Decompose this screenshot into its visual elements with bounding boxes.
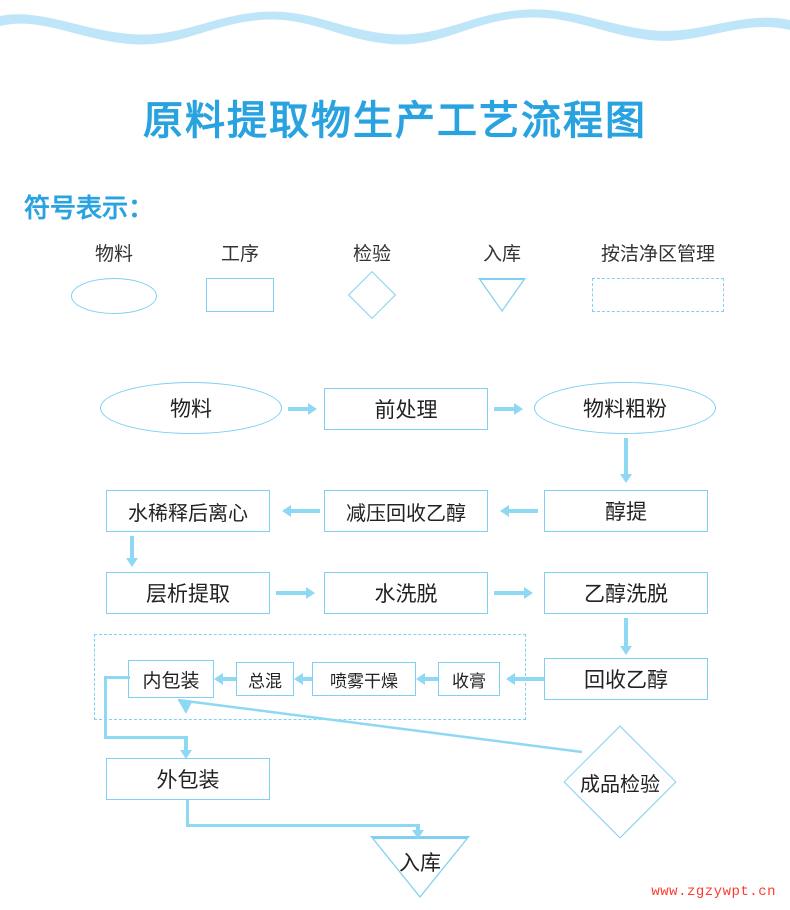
node-label: 收膏: [452, 671, 486, 691]
watermark-url: www.zgzywpt.cn: [651, 884, 776, 900]
legend-label-material: 物料: [94, 244, 133, 265]
arrow-paste-to-spray-drying: [416, 673, 440, 685]
arrow-pretreatment-to-coarse-powder: [494, 403, 526, 415]
arrow-mixing-to-inner-packaging: [214, 673, 238, 685]
arrow-inspection-to-inner-packaging: [177, 698, 583, 754]
arrow-ethanol-elution-to-ethanol-recovery: [620, 618, 632, 658]
legend-label-inspection: 检验: [352, 244, 391, 265]
node-label: 内包装: [142, 670, 200, 692]
node-finished-product-inspection[interactable]: 成品检验: [563, 725, 677, 839]
node-label-wrap: 成品检验: [580, 742, 660, 822]
node-water-elution[interactable]: 水洗脱: [324, 572, 488, 614]
triangle-outline: [370, 836, 470, 898]
node-label-wrap: 入库: [370, 842, 470, 882]
node-label: 入库: [399, 852, 441, 875]
node-label: 外包装: [156, 769, 220, 792]
legend-shape-diamond: [320, 270, 424, 322]
arrow-vacuum-recovery-to-centrifuge: [278, 505, 322, 517]
node-label: 总混: [248, 671, 282, 691]
legend-shape-triangle: [450, 278, 554, 322]
legend-item-clean-zone: 按洁净区管理: [570, 245, 746, 322]
node-label: 水稀释后离心: [128, 502, 248, 525]
arrow-outer-packaging-to-warehousing: [186, 800, 426, 842]
node-coarse-powder[interactable]: 物料粗粉: [534, 382, 716, 434]
node-label: 物料粗粉: [583, 398, 667, 421]
node-inner-packaging[interactable]: 内包装: [128, 660, 214, 698]
legend-item-material: 物料: [62, 245, 166, 322]
arrow-centrifuge-to-chromatography: [126, 536, 138, 570]
node-alcohol-extraction[interactable]: 醇提: [544, 490, 708, 532]
arrow-water-elution-to-ethanol-elution: [494, 587, 540, 599]
legend-item-warehouse: 入库: [450, 245, 554, 322]
node-label: 喷雾干燥: [330, 671, 398, 691]
node-label: 乙醇洗脱: [584, 583, 668, 606]
node-spray-drying[interactable]: 喷雾干燥: [312, 662, 416, 696]
node-ethanol-recovery[interactable]: 回收乙醇: [544, 658, 708, 700]
legend-item-inspection: 检验: [320, 245, 424, 322]
wave-banner-decoration: [0, 0, 790, 45]
arrow-ethanol-recovery-to-paste: [504, 673, 546, 685]
node-label: 水洗脱: [374, 583, 438, 606]
node-paste-collection[interactable]: 收膏: [438, 662, 500, 696]
node-label: 醇提: [605, 501, 647, 524]
legend-shape-ellipse: [62, 278, 166, 322]
node-warehousing[interactable]: 入库: [370, 836, 470, 898]
node-ethanol-elution[interactable]: 乙醇洗脱: [544, 572, 708, 614]
arrow-chromatography-to-water-elution: [276, 587, 322, 599]
legend-item-process: 工序: [188, 245, 292, 322]
arrow-inner-to-outer-packaging: [104, 666, 200, 762]
arrow-spray-drying-to-mixing: [294, 673, 314, 685]
node-label: 回收乙醇: [584, 669, 668, 692]
legend-heading: 符号表示：: [24, 193, 155, 223]
node-label: 减压回收乙醇: [346, 502, 466, 525]
arrow-coarse-powder-to-alcohol-extraction: [620, 438, 632, 486]
arrow-alcohol-extraction-to-vacuum-recovery: [496, 505, 540, 517]
node-label: 前处理: [374, 399, 438, 422]
legend-label-clean-zone: 按洁净区管理: [600, 244, 715, 265]
node-label: 物料: [170, 398, 212, 421]
legend-shape-rectangle: [188, 278, 292, 322]
node-total-mixing[interactable]: 总混: [236, 662, 294, 696]
node-label: 层析提取: [146, 583, 230, 606]
page-title: 原料提取物生产工艺流程图: [143, 99, 647, 143]
arrow-material-to-pretreatment: [288, 403, 320, 415]
node-chromatography-extraction[interactable]: 层析提取: [106, 572, 270, 614]
node-outer-packaging[interactable]: 外包装: [106, 758, 270, 800]
process-flow-diagram: 物料 前处理 物料粗粉 醇提 减压回收乙醇 水稀释后离心 层析提取 水洗脱 乙醇…: [0, 370, 790, 910]
node-water-dilution-centrifuge[interactable]: 水稀释后离心: [106, 490, 270, 532]
legend-shape-dashed-rectangle: [570, 278, 746, 322]
node-material[interactable]: 物料: [100, 382, 282, 434]
node-label: 成品检验: [580, 773, 660, 796]
legend-label-warehouse: 入库: [482, 244, 521, 265]
node-pretreatment[interactable]: 前处理: [324, 388, 488, 430]
legend-label-process: 工序: [220, 244, 259, 265]
node-vacuum-ethanol-recovery[interactable]: 减压回收乙醇: [324, 490, 488, 532]
